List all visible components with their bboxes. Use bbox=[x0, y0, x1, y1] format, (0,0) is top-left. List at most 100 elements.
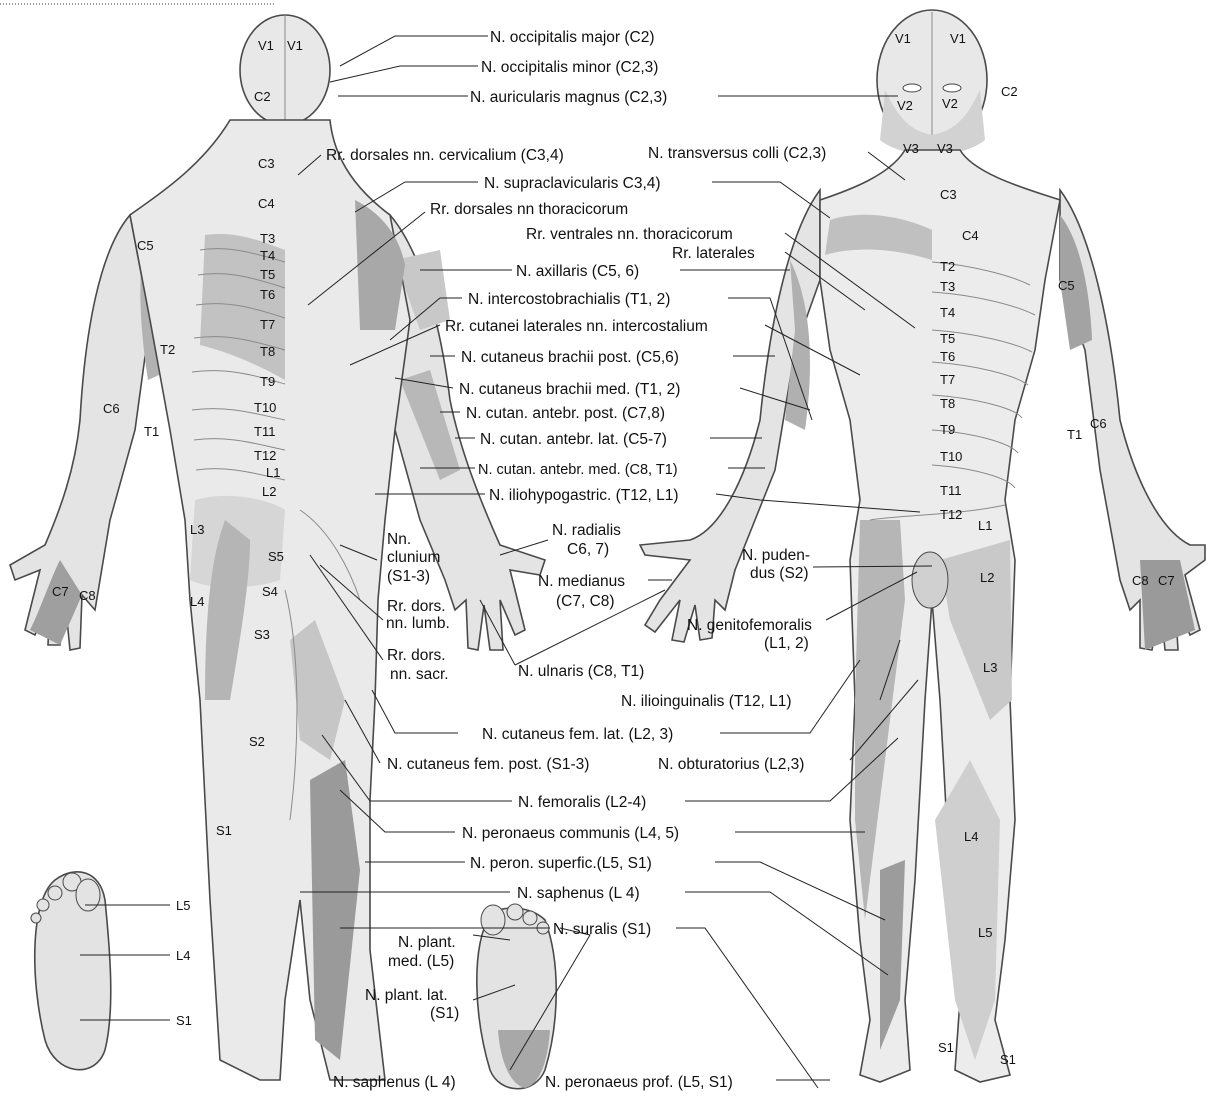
seg-front-t1: T1 bbox=[1067, 427, 1082, 442]
seg-back-s5: S5 bbox=[268, 549, 284, 564]
seg-back-s2: S2 bbox=[249, 734, 265, 749]
label-n-peronaeus-prof: N. peronaeus prof. (L5, S1) bbox=[545, 1074, 733, 1091]
label-nn-clunium-3: (S1-3) bbox=[387, 568, 430, 585]
seg-front-l2: L2 bbox=[980, 570, 994, 585]
label-n-cutaneus-fem-lat: N. cutaneus fem. lat. (L2, 3) bbox=[482, 726, 673, 743]
label-n-occipitalis-minor: N. occipitalis minor (C2,3) bbox=[481, 59, 658, 76]
seg-front-l1: L1 bbox=[978, 518, 992, 533]
label-rr-dors-lumb-1: Rr. dors. bbox=[387, 598, 446, 615]
seg-front-s1-right: S1 bbox=[1000, 1052, 1016, 1067]
label-rr-cutanei-laterales: Rr. cutanei laterales nn. intercostalium bbox=[445, 318, 708, 335]
seg-back-t8: T8 bbox=[260, 344, 275, 359]
label-nn-clunium-2: clunium bbox=[387, 549, 440, 566]
seg-front-c8: C8 bbox=[1132, 573, 1149, 588]
seg-front-l4: L4 bbox=[964, 829, 978, 844]
seg-back-v1-left: V1 bbox=[258, 38, 274, 53]
front-figure bbox=[640, 10, 1205, 1082]
back-zone-right-shoulder bbox=[355, 200, 405, 330]
label-n-cutaneus-brachii-post: N. cutaneus brachii post. (C5,6) bbox=[461, 349, 679, 366]
seg-front-v2-right: V2 bbox=[942, 96, 958, 111]
label-n-auricularis-magnus: N. auricularis magnus (C2,3) bbox=[470, 89, 667, 106]
label-n-plant-lat-1: N. plant. lat. bbox=[365, 987, 448, 1004]
seg-front-v3-left: V3 bbox=[903, 141, 919, 156]
label-n-suralis: N. suralis (S1) bbox=[553, 921, 651, 938]
seg-sole-l4: L4 bbox=[176, 948, 190, 963]
label-n-medianus-segments: (C7, C8) bbox=[556, 593, 615, 610]
seg-front-t8: T8 bbox=[940, 396, 955, 411]
back-left-arm bbox=[10, 215, 150, 650]
seg-back-t1: T1 bbox=[144, 424, 159, 439]
label-n-ilioinguinalis: N. ilioinguinalis (T12, L1) bbox=[621, 693, 792, 710]
label-n-transversus-colli: N. transversus colli (C2,3) bbox=[648, 145, 826, 162]
seg-front-t4: T4 bbox=[940, 305, 955, 320]
label-n-intercostobrachialis: N. intercostobrachialis (T1, 2) bbox=[468, 291, 670, 308]
seg-back-t11: T11 bbox=[254, 424, 275, 439]
label-n-iliohypogastric: N. iliohypogastric. (T12, L1) bbox=[489, 487, 679, 504]
seg-back-s1: S1 bbox=[216, 823, 232, 838]
label-n-cutan-antebr-lat: N. cutan. antebr. lat. (C5-7) bbox=[480, 431, 667, 448]
seg-back-c2: C2 bbox=[254, 89, 271, 104]
seg-back-c6: C6 bbox=[103, 401, 120, 416]
seg-back-t12: T12 bbox=[254, 448, 276, 463]
sole-left bbox=[31, 872, 111, 1070]
seg-front-t11: T11 bbox=[940, 483, 961, 498]
label-rr-dors-lumb-2: nn. lumb. bbox=[386, 615, 450, 632]
label-rr-dorsales-thoracicorum: Rr. dorsales nn thoracicorum bbox=[430, 201, 628, 218]
label-n-supraclavicularis: N. supraclavicularis C3,4) bbox=[484, 175, 661, 192]
seg-back-l3: L3 bbox=[190, 522, 204, 537]
seg-sole-s1: S1 bbox=[176, 1013, 192, 1028]
label-n-medianus: N. medianus bbox=[538, 573, 625, 590]
seg-front-c4: C4 bbox=[962, 228, 979, 243]
label-rr-dors-sacr-2: nn. sacr. bbox=[390, 666, 449, 683]
nerve-labels: N. occipitalis major (C2) N. occipitalis… bbox=[326, 29, 826, 1091]
seg-back-s4: S4 bbox=[262, 584, 278, 599]
seg-back-t3: T3 bbox=[260, 231, 275, 246]
seg-back-c3: C3 bbox=[258, 156, 275, 171]
seg-front-t2: T2 bbox=[940, 259, 955, 274]
seg-front-c7: C7 bbox=[1158, 573, 1175, 588]
seg-back-t5: T5 bbox=[260, 267, 275, 282]
label-n-peron-superfic: N. peron. superfic.(L5, S1) bbox=[470, 855, 652, 872]
label-n-radialis-segments: C6, 7) bbox=[567, 541, 609, 558]
seg-front-v1-right: V1 bbox=[950, 31, 966, 46]
label-rr-ventrales-thoracicorum: Rr. ventrales nn. thoracicorum bbox=[526, 226, 733, 243]
label-n-radialis: N. radialis bbox=[552, 522, 621, 539]
label-n-ulnaris: N. ulnaris (C8, T1) bbox=[518, 663, 644, 680]
seg-back-t10: T10 bbox=[254, 400, 276, 415]
label-n-cutaneus-brachii-med: N. cutaneus brachii med. (T1, 2) bbox=[459, 381, 680, 398]
label-n-plant-med-2: med. (L5) bbox=[388, 953, 454, 970]
label-n-cutaneus-fem-post: N. cutaneus fem. post. (S1-3) bbox=[387, 756, 589, 773]
seg-back-v1-right: V1 bbox=[287, 38, 303, 53]
seg-front-c2: C2 bbox=[1001, 84, 1018, 99]
seg-front-l5: L5 bbox=[978, 925, 992, 940]
seg-back-l4: L4 bbox=[190, 594, 204, 609]
seg-front-t9: T9 bbox=[940, 422, 955, 437]
label-rr-dorsales-cervicalium: Rr. dorsales nn. cervicalium (C3,4) bbox=[326, 147, 564, 164]
label-n-pudendus-2: dus (S2) bbox=[750, 565, 809, 582]
seg-back-t4: T4 bbox=[260, 248, 275, 263]
seg-back-t7: T7 bbox=[260, 317, 275, 332]
seg-front-t3: T3 bbox=[940, 279, 955, 294]
label-n-plant-lat-2: (S1) bbox=[430, 1005, 459, 1022]
label-n-genitofemoralis-segments: (L1, 2) bbox=[764, 635, 809, 652]
seg-front-t12: T12 bbox=[940, 507, 962, 522]
seg-back-l1: L1 bbox=[266, 465, 280, 480]
seg-back-c5: C5 bbox=[137, 238, 154, 253]
label-n-cutan-antebr-post: N. cutan. antebr. post. (C7,8) bbox=[466, 405, 665, 422]
seg-back-c7: C7 bbox=[52, 584, 69, 599]
seg-back-t9: T9 bbox=[260, 374, 275, 389]
seg-front-l3: L3 bbox=[983, 660, 997, 675]
label-n-pudendus-1: N. puden- bbox=[742, 547, 810, 564]
seg-sole-l5: L5 bbox=[176, 898, 190, 913]
label-nn-clunium-1: Nn. bbox=[387, 531, 411, 548]
seg-front-s1-left: S1 bbox=[938, 1040, 954, 1055]
label-n-genitofemoralis: N. genitofemoralis bbox=[687, 617, 812, 634]
label-n-peronaeus-communis: N. peronaeus communis (L4, 5) bbox=[462, 825, 679, 842]
label-n-cutan-antebr-med: N. cutan. antebr. med. (C8, T1) bbox=[478, 462, 678, 478]
label-rr-laterales: Rr. laterales bbox=[672, 245, 755, 262]
seg-front-t7: T7 bbox=[940, 372, 955, 387]
seg-back-s3: S3 bbox=[254, 627, 270, 642]
seg-front-c6: C6 bbox=[1090, 416, 1107, 431]
seg-front-v2-left: V2 bbox=[897, 98, 913, 113]
label-n-plant-med-1: N. plant. bbox=[398, 934, 456, 951]
